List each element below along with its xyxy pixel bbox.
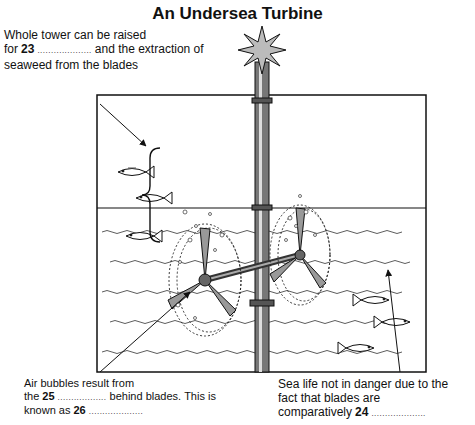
callout-number: 26 (73, 404, 85, 416)
rotor (169, 205, 330, 336)
callout-number: 24 (355, 405, 368, 419)
answer-blank: .................... (37, 46, 91, 55)
callout-text: Whole tower can be raised for23.........… (4, 28, 239, 72)
label: behind blades. (110, 390, 182, 402)
leader-line (388, 270, 400, 372)
bracket (142, 148, 160, 242)
tower (238, 26, 286, 372)
answer-blank: .................... (89, 407, 143, 416)
callout-number: 23 (21, 42, 34, 56)
blades (168, 208, 326, 316)
air-bubbles (176, 195, 317, 320)
callout-text: Air bubbles result from the25...........… (24, 377, 229, 418)
leader-line (100, 292, 190, 372)
callout-text: Sea life not in danger due to the fact t… (278, 377, 470, 421)
leader-line (100, 104, 146, 146)
callout-number: 25 (42, 390, 54, 402)
answer-blank: .................. (58, 393, 107, 402)
title: An Undersea Turbine (0, 4, 475, 24)
answer-blank: .................... (371, 409, 425, 418)
